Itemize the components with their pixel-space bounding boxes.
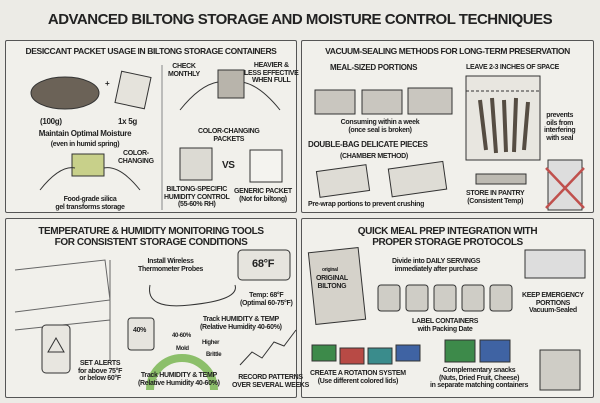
thermometer-reading: 68°F	[252, 258, 275, 270]
monitoring-heading: TEMPERATURE & HUMIDITY MONITORING TOOLS …	[38, 226, 264, 248]
bag-3	[407, 87, 453, 115]
meat-weight: (100g)	[40, 117, 62, 126]
generic-packet-label: GENERIC PACKET (Not for biltong)	[234, 188, 292, 203]
check-monthly-label: CHECK MONTHLY	[168, 63, 200, 78]
color-changing-packet	[71, 153, 105, 177]
pantry-label: STORE IN PANTRY (Consistent Temp)	[466, 190, 525, 205]
smartphone	[41, 324, 71, 374]
cross-mark	[545, 167, 585, 209]
double-bag-1	[315, 164, 371, 198]
emergency-label: KEEP EMERGENCY PORTIONS Vacuum-Sealed	[522, 292, 584, 315]
rotation-label: CREATE A ROTATION SYSTEM (Use different …	[310, 370, 406, 385]
biltong-specific-label: BILTONG-SPECIFIC HUMIDITY CONTROL (55-60…	[164, 186, 230, 209]
rotation-containers	[311, 344, 421, 365]
snack-container-green	[444, 339, 476, 363]
maintain-moisture: Maintain Optimal Moisture	[38, 129, 132, 138]
warning-icon	[47, 336, 65, 353]
gauge-mold: Mold	[176, 346, 189, 352]
biltong-specific-packet	[179, 147, 213, 181]
fridge	[547, 159, 583, 211]
labeled-jars	[377, 284, 513, 312]
thermometer-display	[237, 249, 291, 281]
maintain-moisture-sub: (even in humid spring)	[50, 141, 120, 148]
humidity-gauge	[146, 354, 218, 391]
color-packets-label: COLOR-CHANGING PACKETS	[198, 128, 260, 143]
track-humidity-label-1: Track HUMIDITY & TEMP (Relative Humidity…	[200, 316, 282, 331]
desiccant-packet-illustration	[114, 70, 152, 110]
leave-space-label: LEAVE 2-3 INCHES OF SPACE	[466, 64, 559, 71]
prewrap-label: Pre-wrap portions to prevent crushing	[308, 201, 425, 208]
color-changing-label: COLOR- CHANGING	[118, 150, 154, 165]
page-title: ADVANCED BILTONG STORAGE AND MOISTURE CO…	[47, 11, 553, 28]
mealprep-heading: QUICK MEAL PREP INTEGRATION WITH PROPER …	[357, 226, 538, 248]
bag-small-text: original	[322, 267, 338, 273]
track-humidity-label-2: Track HUMIDITY & TEMP (Relative Humidity…	[138, 372, 220, 387]
hygrometer	[127, 317, 155, 351]
prevents-oils-label: prevents oils from interfering with seal	[544, 112, 576, 143]
pantry-shelf	[475, 173, 527, 185]
meal-sized-label: MEAL-SIZED PORTIONS	[330, 63, 418, 72]
packet-quantity: 1x 5g	[118, 117, 137, 126]
vacuum-heading: VACUUM-SEALING METHODS FOR LONG-TERM PRE…	[325, 46, 570, 56]
plus-sign: +	[105, 79, 110, 88]
install-probes-label: Install Wireless Thermometer Probes	[138, 258, 204, 273]
heavier-label: HEAVIER & LESS EFFECTIVE WHEN FULL	[244, 62, 299, 85]
biltong-bag	[307, 247, 367, 325]
gauge-higher: Higher	[202, 340, 220, 346]
record-patterns-label: RECORD PATTERNS OVER SEVERAL WEEKS	[232, 374, 309, 389]
hands-illustration	[39, 81, 281, 191]
consuming-label: Consuming within a week (once seal is br…	[340, 119, 420, 134]
bag-1	[314, 89, 356, 115]
temp-note: Temp: 68°F (Optimal 60-75°F)	[240, 292, 293, 307]
desiccant-heading: DESICCANT PACKET USAGE IN BILTONG STORAG…	[25, 46, 277, 56]
drawer	[524, 249, 586, 279]
panel-desiccant	[5, 40, 297, 213]
double-bag-label: DOUBLE-BAG DELICATE PIECES	[308, 140, 428, 149]
bag-label: ORIGINAL BILTONG	[316, 275, 348, 290]
chamber-method-label: (CHAMBER METHOD)	[340, 153, 408, 160]
bag-2	[361, 89, 403, 115]
gauge-brittle: Brittle	[206, 352, 222, 358]
car-console	[539, 349, 581, 391]
record-chart	[239, 329, 297, 366]
complementary-label: Complementary snacks (Nuts, Dried Fruit,…	[430, 367, 529, 390]
probe-cable	[149, 284, 236, 307]
held-packet	[217, 69, 245, 99]
biltong-strips	[478, 97, 530, 154]
snack-container-blue	[479, 339, 511, 363]
hygrometer-reading: 40%	[133, 327, 147, 334]
divide-label: Divide into DAILY SERVINGS immediately a…	[392, 258, 481, 273]
label-containers-label: LABEL CONTAINERS with Packing Date	[412, 318, 479, 333]
food-grade-label: Food-grade silica gel transforms storage	[55, 196, 125, 211]
vs-label: VS	[222, 160, 235, 171]
generic-packet	[249, 149, 283, 183]
gauge-range: 40-60%	[172, 333, 191, 339]
double-bag-2	[387, 160, 448, 198]
set-alerts-label: SET ALERTS for above 75°F or below 60°F	[78, 360, 123, 383]
biltong-pile-illustration	[30, 76, 100, 110]
